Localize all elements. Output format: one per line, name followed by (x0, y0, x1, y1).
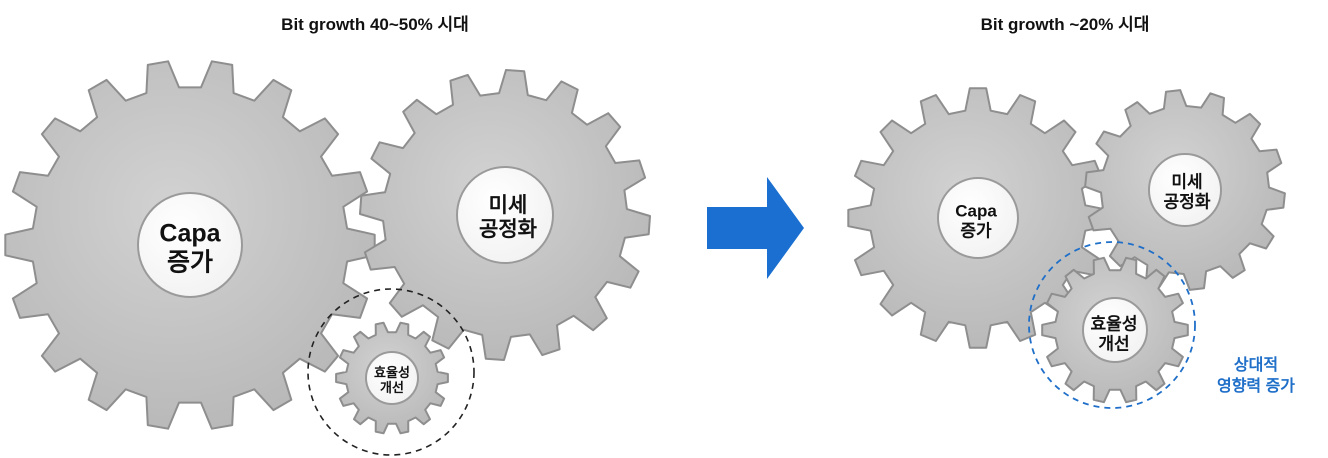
left-process-line2: 공정화 (479, 218, 537, 241)
left-gear-efficiency (335, 321, 449, 435)
left-capa-line2: 증가 (166, 248, 214, 276)
right-gear-capa (847, 87, 1109, 349)
left-efficiency-line2: 개선 (380, 380, 404, 395)
right-process-line2: 공정화 (1163, 192, 1211, 211)
annotation-line2: 영향력 증가 (1216, 378, 1296, 395)
right-gear-efficiency (1041, 256, 1189, 404)
relative-influence-annotation: 상대적 영향력 증가 (1217, 356, 1295, 398)
right-efficiency-dashed-circle (1028, 241, 1196, 409)
right-process-label: 미세 공정화 (1164, 172, 1211, 211)
right-capa-line2: 증가 (960, 221, 992, 240)
left-panel-title: Bit growth 40~50% 시대 (281, 15, 469, 34)
left-capa-label: Capa 증가 (159, 219, 220, 277)
right-efficiency-line1: 효율성 (1090, 314, 1138, 334)
annotation-line1: 상대적 (1233, 357, 1279, 375)
left-efficiency-label: 효율성 개선 (374, 365, 410, 396)
right-gear-process (1084, 89, 1286, 291)
left-efficiency-dashed-circle (307, 288, 475, 456)
right-process-line1: 미세 (1171, 172, 1203, 192)
left-efficiency-line1: 효율성 (374, 365, 410, 381)
left-gear-process (359, 69, 651, 361)
right-efficiency-label: 효율성 개선 (1091, 314, 1138, 353)
transition-arrow (707, 177, 804, 279)
left-process-label: 미세 공정화 (479, 194, 537, 242)
left-capa-line1: Capa (159, 219, 221, 248)
right-efficiency-line2: 개선 (1098, 334, 1130, 353)
right-capa-label: Capa 증가 (955, 201, 997, 240)
right-capa-line1: Capa (955, 201, 997, 221)
right-panel-title: Bit growth ~20% 시대 (980, 15, 1150, 34)
left-gear-capa (4, 60, 376, 430)
left-process-line1: 미세 (488, 193, 528, 217)
